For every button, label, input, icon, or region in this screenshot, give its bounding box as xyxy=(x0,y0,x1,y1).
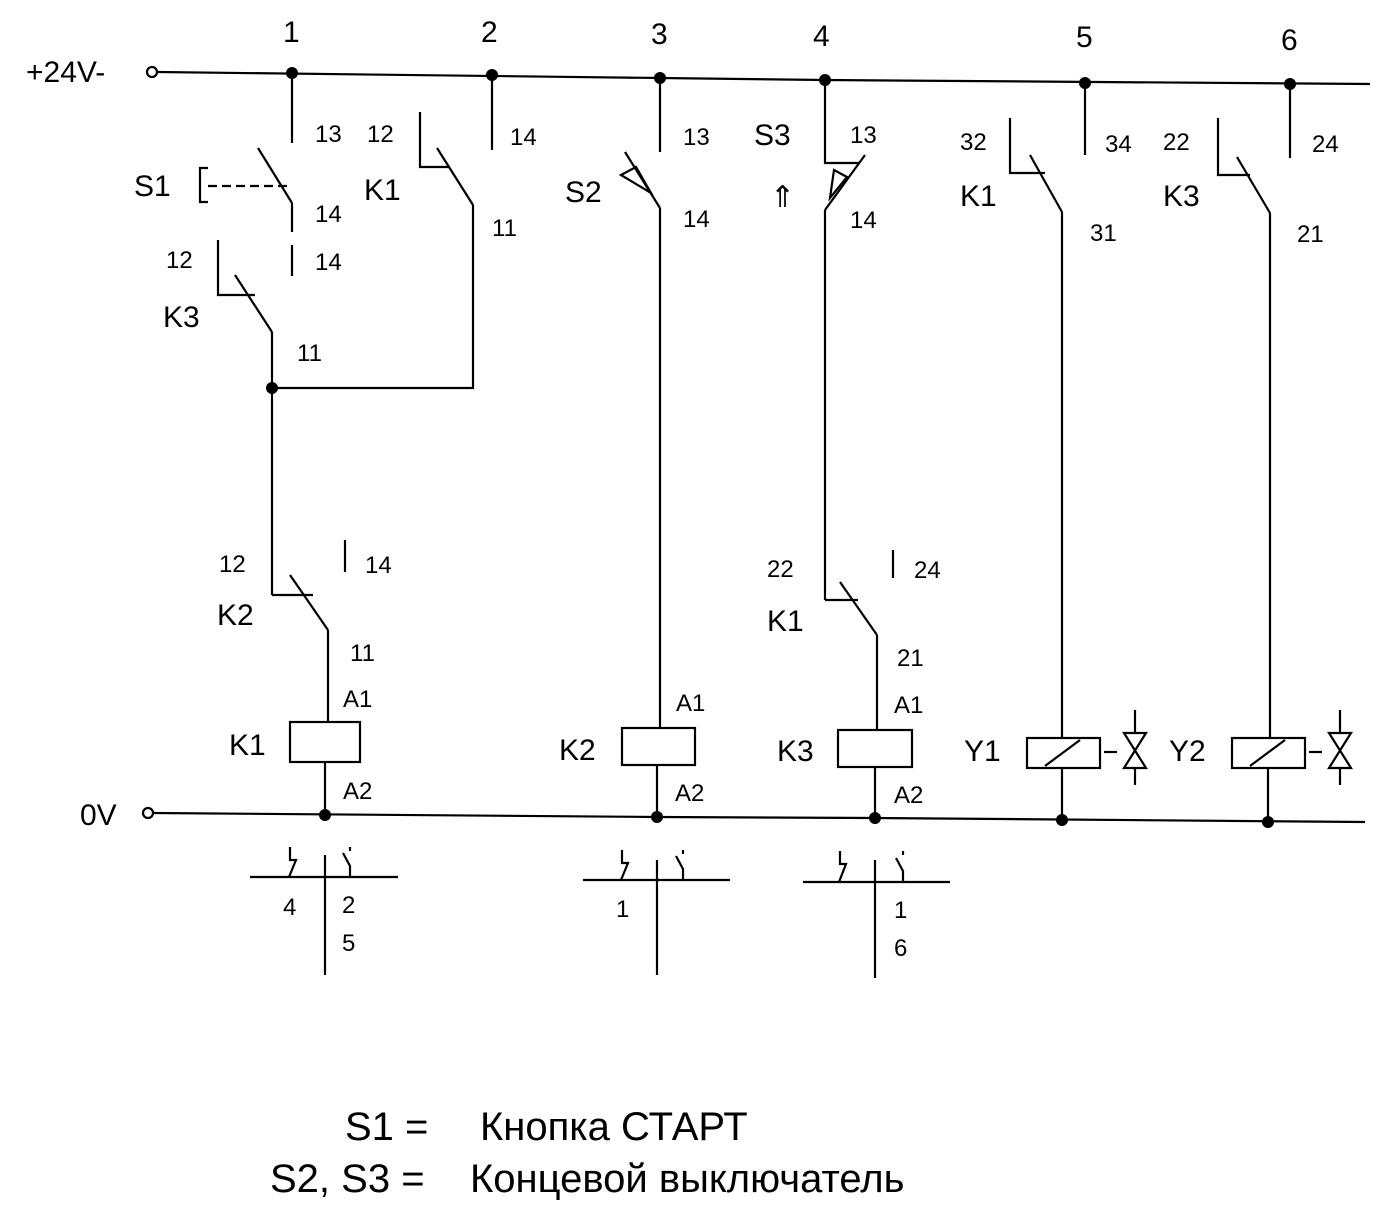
terminal-label: 22 xyxy=(767,556,794,583)
terminal-label: 14 xyxy=(683,206,710,233)
terminal-label: 12 xyxy=(166,247,193,274)
terminal-label: 13 xyxy=(315,121,342,148)
k1-coil-label: K1 xyxy=(229,729,266,762)
terminal-label: 14 xyxy=(850,207,877,234)
terminal-label: 13 xyxy=(683,124,710,151)
k1-coil xyxy=(288,720,362,815)
cross-ref-no: 5 xyxy=(342,930,355,957)
cross-ref-no: 6 xyxy=(894,935,907,962)
k2-nc-contact xyxy=(270,332,347,722)
cross-ref-no: 2 xyxy=(342,892,355,919)
column-number: 1 xyxy=(283,16,300,49)
k1-nc-contact-col4 xyxy=(825,550,895,730)
k1-label: K1 xyxy=(960,180,997,213)
terminal-label: 12 xyxy=(219,551,246,578)
y1-label: Y1 xyxy=(964,735,1001,768)
terminal-label: 11 xyxy=(297,340,322,367)
legend-key: S2, S3 = xyxy=(270,1157,425,1201)
k3-label: K3 xyxy=(1163,180,1200,213)
y1-solenoid-valve-icon xyxy=(1025,710,1148,820)
terminal-label: 11 xyxy=(350,640,375,667)
k2-coil xyxy=(620,726,697,817)
s1-label: S1 xyxy=(134,170,171,203)
terminal-label: 14 xyxy=(510,124,537,151)
k3-label: K3 xyxy=(163,301,200,334)
k1-self-hold-contact xyxy=(272,75,494,390)
column-number: 5 xyxy=(1076,21,1093,54)
column-number: 4 xyxy=(813,20,830,53)
terminal-label: 14 xyxy=(315,201,342,228)
column-number: 3 xyxy=(651,18,668,51)
terminal-label: 21 xyxy=(897,645,924,672)
terminal-label: A2 xyxy=(343,778,372,805)
terminal-label: 13 xyxy=(850,122,877,149)
k2-contact-cross-reference xyxy=(583,850,730,975)
k1-contact-cross-reference xyxy=(250,847,398,975)
cross-ref-no: 1 xyxy=(894,897,907,924)
cross-ref-nc: 1 xyxy=(616,896,629,923)
column-number: 6 xyxy=(1281,24,1298,57)
terminal-label: 14 xyxy=(315,249,342,276)
terminal-label: 14 xyxy=(365,552,392,579)
s3-label: S3 xyxy=(754,119,791,152)
actuation-arrow-icon: ⇑ xyxy=(770,181,795,214)
y2-label: Y2 xyxy=(1169,735,1206,768)
k1-label: K1 xyxy=(767,605,804,638)
k3-coil-label: K3 xyxy=(777,735,814,768)
cross-ref-nc: 4 xyxy=(283,894,296,921)
terminal-label: 31 xyxy=(1090,220,1117,247)
k2-coil-label: K2 xyxy=(559,734,596,767)
column-number: 2 xyxy=(481,16,498,49)
terminal-label: A2 xyxy=(894,782,923,809)
k3-contact-cross-reference xyxy=(803,851,950,978)
k3-coil xyxy=(836,728,914,818)
legend-key: S1 = xyxy=(345,1105,428,1149)
k1-label: K1 xyxy=(364,174,401,207)
terminal-label: 34 xyxy=(1105,131,1132,158)
terminal-label: 32 xyxy=(960,129,987,156)
terminal-label: 21 xyxy=(1297,221,1324,248)
supply-zero-label: 0V xyxy=(80,799,117,832)
terminal-label: 12 xyxy=(367,121,394,148)
s2-label: S2 xyxy=(565,176,602,209)
terminal-label: A1 xyxy=(343,686,372,713)
terminal-label: A1 xyxy=(894,692,923,719)
terminal-label: 22 xyxy=(1163,129,1190,156)
terminal-label: A1 xyxy=(676,690,705,717)
legend-value: Кнопка СТАРТ xyxy=(480,1105,748,1149)
s3-limit-switch xyxy=(823,80,866,600)
legend-value: Концевой выключатель xyxy=(470,1157,904,1201)
k2-label: K2 xyxy=(217,599,254,632)
terminal-label: 11 xyxy=(492,215,517,242)
supply-rail-positive xyxy=(145,65,1371,86)
k3-nc-contact-col6 xyxy=(1216,84,1292,738)
terminal-label: 24 xyxy=(914,557,941,584)
k3-nc-contact xyxy=(216,240,294,333)
supply-rail-zero xyxy=(141,806,1366,824)
s2-limit-switch xyxy=(618,78,662,728)
terminal-label: A2 xyxy=(675,780,704,807)
y2-solenoid-valve-icon xyxy=(1230,710,1353,822)
s1-start-button-contact xyxy=(198,73,294,232)
terminal-label: 24 xyxy=(1312,131,1339,158)
supply-positive-label: +24V- xyxy=(26,56,105,89)
k1-nc-contact-col5 xyxy=(1008,83,1087,738)
